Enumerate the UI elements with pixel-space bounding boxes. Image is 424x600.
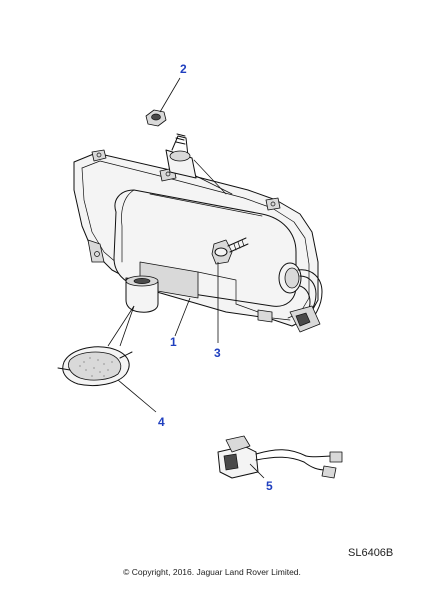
screw [211,237,249,265]
bulb-cover-cap [57,346,133,387]
headlamp-housing [73,133,323,333]
copyright-notice: © Copyright, 2016. Jaguar Land Rover Lim… [123,567,301,577]
callout-4: 4 [158,415,165,429]
callout-2: 2 [180,62,187,76]
leader-line-cap-a [107,305,135,347]
callout-1: 1 [170,335,177,349]
callout-5: 5 [266,479,273,493]
leader-line-2 [159,77,181,113]
reference-code: SL6406B [348,547,393,559]
leader-line-1 [174,297,191,337]
callout-3: 3 [214,346,221,360]
wiring-harness [217,435,343,479]
nut [145,109,167,127]
leader-line-4 [117,379,157,413]
leader-line-5 [249,463,265,479]
leader-line-cap-b [119,305,135,347]
